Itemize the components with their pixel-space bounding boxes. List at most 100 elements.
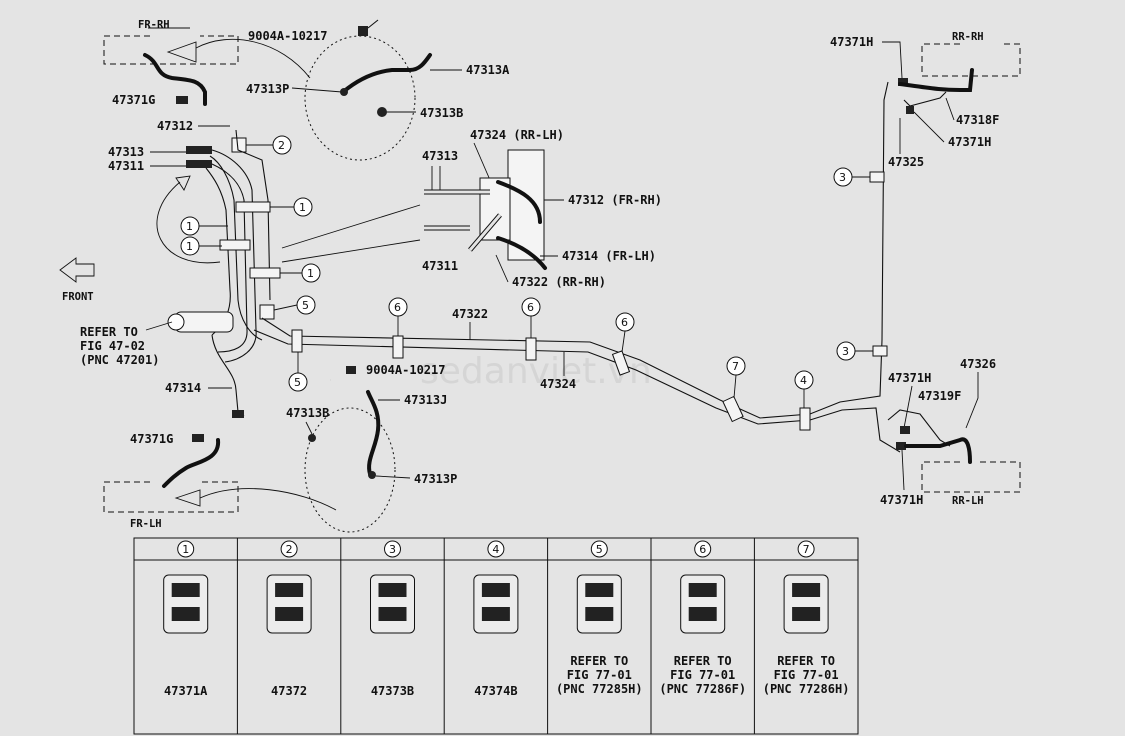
clip-part-slot-upper: [585, 583, 614, 597]
reposition-arrow-head-icon: [175, 175, 191, 191]
detail-47314: 47314 (FR-LH): [562, 249, 656, 263]
callout-6b-label: 6: [527, 301, 534, 314]
clip-part-label: FIG 77-01: [774, 668, 839, 682]
part-47313a: 47313A: [466, 63, 510, 77]
detail-view: 47313 47324 (RR-LH) 47312 (FR-RH) 47314 …: [422, 128, 662, 289]
part-47371h-a: 47371H: [830, 35, 873, 49]
callout-1d-label: 1: [307, 267, 314, 280]
part-47322: 47322: [452, 307, 488, 321]
part-47324: 47324: [540, 377, 576, 391]
clip-part-label: REFER TO: [674, 654, 732, 668]
fr-rh-flex-hose: [143, 53, 207, 106]
clip-part-slot-upper: [688, 583, 717, 597]
part-47371g-bot: 47371G: [130, 432, 173, 446]
leader-47313p-bot: [375, 475, 411, 479]
fr-rh-wheel-outline: [103, 35, 239, 65]
rr-lh-flex-hose: [904, 437, 972, 464]
callout-1b-label: 1: [186, 220, 193, 233]
detail-47324: 47324 (RR-LH): [470, 128, 564, 142]
leader-47313-47311: [150, 151, 186, 167]
clip-5: [259, 304, 275, 320]
part-47371h-d: 47371H: [880, 493, 923, 507]
part-47325: 47325: [888, 155, 924, 169]
clip-part-slot-lower: [378, 607, 407, 621]
detail-hose-47314: [496, 236, 547, 270]
leader-47371h-a: [882, 41, 903, 79]
callout-1a-label: 1: [299, 201, 306, 214]
clip-table-header-number: 3: [389, 543, 396, 556]
clip-part-slot-upper: [275, 583, 304, 597]
clip-table-header-circle: [694, 540, 712, 558]
clip-table-header-circle: [590, 540, 608, 558]
clip-part-slot-upper: [481, 583, 510, 597]
leader-detail-47324: [473, 142, 491, 181]
part-9004a-top: 9004A-10217: [248, 29, 327, 43]
clip-4: [799, 407, 811, 431]
clip-table-header-circle: [487, 540, 505, 558]
part-47313p-bot: 47313P: [414, 472, 457, 486]
rear-line-47324: [253, 329, 901, 453]
bleeder-line: [367, 19, 379, 29]
clip-table: [133, 537, 859, 735]
clip-table-header-number: 5: [596, 543, 603, 556]
reposition-arrow-curve: [156, 181, 221, 264]
bundle-clip-1a: [235, 201, 271, 213]
refer-47-line2: FIG 47-02: [80, 339, 145, 353]
leader-47326: [965, 372, 979, 429]
clip-part-slot-upper: [792, 583, 821, 597]
clip-47371h-d: [896, 442, 906, 450]
leader-47313b-bot: [305, 421, 313, 435]
leader-detail-47322: [495, 254, 509, 283]
fr-lh-arrow-curve: [199, 488, 337, 511]
callout-1a: [293, 197, 313, 217]
detail-hose-47312: [496, 180, 542, 224]
clip-table-header-number: 6: [699, 543, 706, 556]
clip-table-frame: [133, 537, 859, 735]
master-cylinder-cap: [167, 313, 185, 331]
callout-1c-label: 1: [186, 240, 193, 253]
detail-pipe-diag-inner: [468, 214, 502, 251]
clip-47371g-top: [176, 96, 188, 104]
rr-rh-tube: [903, 91, 947, 107]
clip-table-header-number: 7: [803, 543, 810, 556]
front-arrow-icon: [59, 257, 95, 283]
clip-table-header-number: 2: [286, 543, 293, 556]
callout-2-top-label: 2: [278, 139, 285, 152]
detail-47322: 47322 (RR-RH): [512, 275, 606, 289]
clip-part-label: FIG 77-01: [670, 668, 735, 682]
part-47313j: 47313J: [404, 393, 447, 407]
leader-refer-47: [145, 321, 173, 331]
part-47326: 47326: [960, 357, 996, 371]
part-9004a-mid: 9004A-10217: [366, 363, 445, 377]
clip-part-label: 47374B: [474, 684, 517, 698]
clip-table-header-circle: [280, 540, 298, 558]
leader-callout-6c: [621, 330, 626, 353]
leader-47318f: [945, 97, 955, 121]
front-tube-47313j: [366, 390, 381, 476]
rear-line-47322: [261, 81, 889, 419]
clip-part-label: 47372: [271, 684, 307, 698]
clip-6c: [611, 350, 631, 376]
clip-part-slot-upper: [378, 583, 407, 597]
clip-table-header-circle: [177, 540, 195, 558]
part-47313: 47313: [108, 145, 144, 159]
clip-table-header-circle: [384, 540, 401, 558]
rr-lh-label: RR-LH: [952, 495, 984, 507]
clip-part-label: (PNC 77285H): [556, 682, 643, 696]
bundle-line-e: [235, 129, 271, 301]
fr-rh-arrow-curve: [195, 38, 311, 79]
clip-table-header-circle: [797, 540, 815, 558]
clip-47371h-c: [900, 426, 910, 434]
clip-3a: [869, 171, 885, 183]
fr-lh-wheel-outline: [103, 481, 239, 513]
part-47318f: 47318F: [956, 113, 999, 127]
clip-part-label: REFER TO: [777, 654, 835, 668]
clip-47371h-b: [906, 106, 914, 114]
rr-lh-wheel-outline: [921, 461, 1021, 493]
leader-47371h-c: [903, 385, 913, 429]
bundle-clip-1b: [219, 239, 251, 251]
clip-47371h-a: [898, 78, 908, 86]
part-47313p-top: 47313P: [246, 82, 289, 96]
